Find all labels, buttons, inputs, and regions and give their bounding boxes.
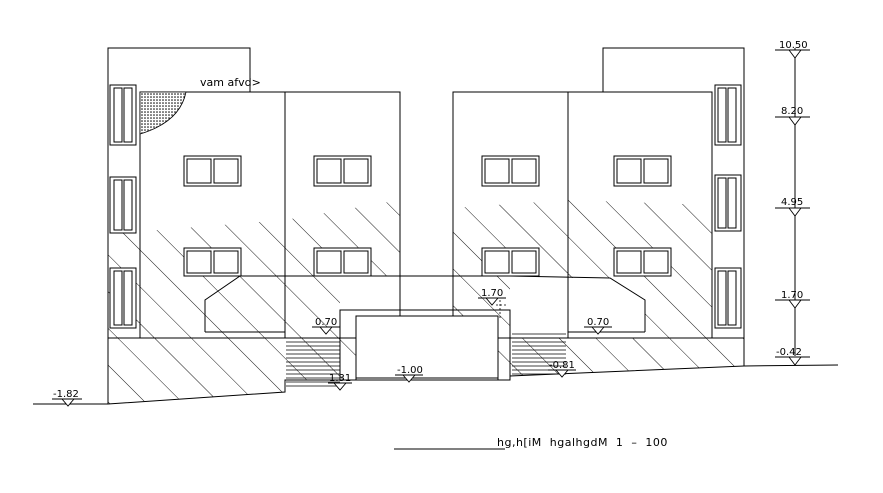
drawing-title-label: vam afvd>: [200, 76, 261, 89]
drawing-caption: hg,h[iM hgalhgdM 1 – 100: [497, 436, 668, 449]
level-label-8-20: 8.20: [781, 106, 803, 117]
level-markers: [788, 49, 802, 366]
level-label-4-95: 4.95: [781, 197, 803, 208]
ground-level-labels: -1.82 0.70 0.70 1.70 1.31 -1.00 -0.81: [53, 288, 609, 400]
central-gate: [339, 309, 511, 381]
level-label-center: -1.00: [397, 365, 423, 376]
level-label-gate-top: 1.70: [481, 288, 503, 299]
level-label-ground-left: -1.82: [53, 389, 79, 400]
side-windows-right: [714, 84, 742, 329]
level-label-bottom-right: -0.81: [549, 360, 575, 371]
front-windows-lower: [183, 247, 672, 277]
level-label-neg-0-42: -0.42: [776, 347, 802, 358]
stairs-left: [286, 337, 340, 387]
planter: [139, 91, 187, 135]
level-label-1-70: 1.70: [781, 290, 803, 301]
front-windows-upper: [183, 155, 672, 187]
level-label-10-50: 10.50: [779, 40, 808, 51]
ground-level-markers: [52, 297, 612, 407]
side-windows-left: [109, 84, 137, 329]
stairs-right: [512, 333, 566, 375]
level-labels: 10.50 8.20 4.95 1.70 -0.42: [776, 40, 808, 358]
level-label-bottom-left: 1.31: [329, 373, 351, 384]
entrance-walls: [204, 275, 646, 333]
level-label-stair-left: 0.70: [315, 317, 337, 328]
gate-marker: [496, 300, 508, 318]
level-label-stair-right: 0.70: [587, 317, 609, 328]
